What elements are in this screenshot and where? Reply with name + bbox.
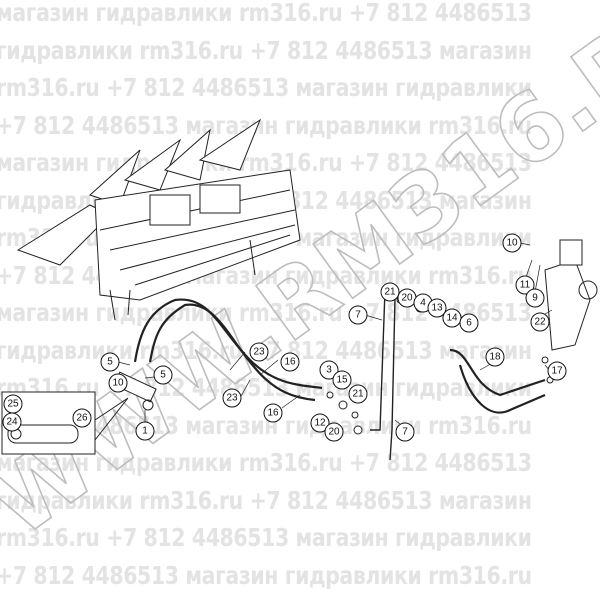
callout: 7 — [348, 305, 368, 325]
watermark-row: +7 812 4486513 магазин гидравлики rm316.… — [0, 260, 532, 290]
callout: 25 — [3, 394, 23, 414]
callout: 1 — [135, 421, 155, 441]
watermark-row: +7 812 4486513 магазин гидравлики rm316.… — [0, 560, 532, 590]
callout: 24 — [2, 412, 22, 432]
callout: 15 — [332, 370, 352, 390]
callout: 22 — [530, 312, 550, 332]
callout: 20 — [397, 288, 417, 308]
callout: 20 — [324, 422, 344, 442]
callout: 10 — [108, 373, 128, 393]
callout: 23 — [249, 342, 269, 362]
watermark-row: гидравлики rm316.ru +7 812 4486513 магаз… — [0, 35, 532, 65]
callout: 5 — [153, 365, 173, 385]
callout: 6 — [459, 313, 479, 333]
callout: 5 — [100, 352, 120, 372]
callout: 16 — [280, 352, 300, 372]
callout: 23 — [222, 388, 242, 408]
valve-block — [544, 239, 598, 351]
callout: 14 — [442, 308, 462, 328]
watermark-row: rm316.ru +7 812 4486513 магазин гидравли… — [0, 73, 532, 102]
watermark-row: магазин гидравлики rm316.ru +7 812 44865… — [0, 0, 532, 27]
callout: 16 — [263, 403, 283, 423]
watermark-row: rm316.ru +7 812 4486513 магазин гидравли… — [0, 523, 532, 552]
watermark-row: +7 812 4486513 магазин гидравлики rm316.… — [0, 110, 532, 140]
callout: 13 — [427, 298, 447, 318]
watermark-row: магазин гидравлики rm316.ru +7 812 44865… — [0, 148, 532, 177]
callout: 7 — [395, 422, 415, 442]
hoses — [133, 289, 546, 461]
corn-header — [16, 118, 301, 321]
callout: 18 — [485, 347, 505, 367]
callout: 21 — [348, 384, 368, 404]
callout: 26 — [72, 408, 92, 428]
callout: 9 — [525, 288, 545, 308]
callout: 17 — [547, 361, 567, 381]
watermark-row: гидравлики rm316.ru +7 812 4486513 магаз… — [0, 485, 532, 515]
callout: 10 — [502, 233, 522, 253]
